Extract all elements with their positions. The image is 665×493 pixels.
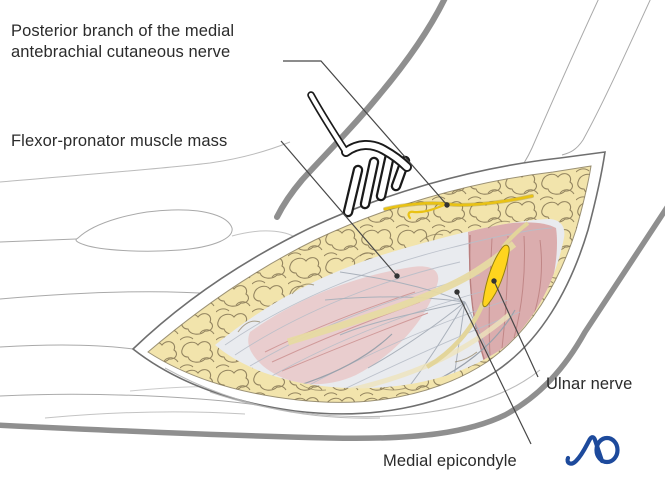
leader-lines — [280, 60, 539, 445]
leader-dots — [394, 202, 497, 295]
leader-medial-epicondyle — [456, 291, 532, 445]
leader-posterior-branch — [283, 60, 448, 206]
rake-retractor — [307, 91, 412, 218]
label-medial-epicondyle: Medial epicondyle — [383, 452, 517, 470]
leader-flexor-pronator — [280, 140, 398, 277]
leader-ulnar-nerve — [493, 280, 539, 378]
label-ulnar-nerve: Ulnar nerve — [546, 375, 633, 393]
arm-silhouette — [0, 0, 665, 442]
ulnar-nerve-shape — [482, 244, 510, 308]
label-posterior-branch: Posterior branch of the medial antebrach… — [11, 22, 235, 61]
label-flexor-pronator: Flexor-pronator muscle mass — [11, 132, 228, 150]
ao-logo — [565, 435, 620, 466]
surgical-wound — [131, 151, 606, 419]
